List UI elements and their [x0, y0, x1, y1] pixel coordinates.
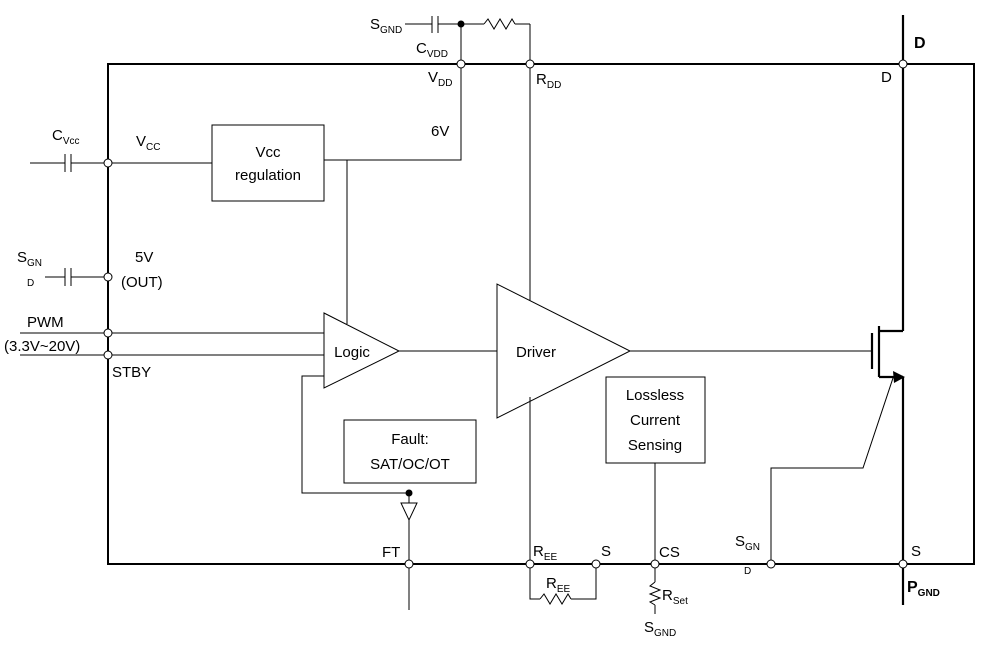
ft-pin — [404, 559, 414, 569]
out-label: (OUT) — [121, 274, 163, 291]
vdd-decoupling-network — [405, 16, 531, 64]
five-volt-label: 5V — [135, 249, 153, 266]
vcc-pin — [103, 158, 113, 168]
drain-pin — [898, 59, 908, 69]
cvcc-label: CVcc — [52, 127, 80, 147]
fault-block — [343, 419, 477, 484]
out-pin — [103, 272, 113, 282]
rdd-pin — [525, 59, 535, 69]
vcc-regulation-label-1: Vcc — [255, 144, 281, 161]
vdd-internal-wire — [324, 64, 462, 161]
sgnd-left-label-d: D — [27, 278, 34, 289]
pgnd-label: PGND — [907, 579, 940, 599]
current-sensing-block — [605, 376, 706, 464]
stby-pin — [103, 350, 113, 360]
s-pin-2-label: S — [911, 543, 921, 560]
vdd-pin — [456, 59, 466, 69]
pwm-range-label: (3.3V~20V) — [4, 338, 80, 355]
source-arrow — [893, 371, 905, 383]
ree-resistor-label: REE — [546, 575, 571, 595]
ree-pin — [525, 559, 535, 569]
cs-label: CS — [659, 544, 680, 561]
sense-label-3: Sensing — [628, 437, 682, 454]
ree-network — [529, 564, 597, 605]
vcc-label: VCC — [136, 133, 160, 153]
ic-package-outline — [107, 63, 975, 565]
cvdd-label: CVDD — [416, 40, 448, 60]
ft-label: FT — [382, 544, 400, 561]
pwm-pin — [103, 328, 113, 338]
stby-label: STBY — [112, 364, 151, 381]
ft-open-drain-buffer — [400, 502, 418, 522]
sense-label-1: Lossless — [626, 387, 684, 404]
power-mosfet — [770, 15, 905, 605]
s-pin-1 — [591, 559, 601, 569]
kelvin-source-wire — [770, 377, 894, 564]
sense-label-2: Current — [630, 412, 681, 429]
vcc-regulation-block — [211, 124, 325, 202]
drain-outer-label: D — [914, 35, 926, 52]
sgnd-pin-label: SGN — [735, 533, 760, 553]
rdd-label: RDD — [536, 71, 561, 91]
pwm-label: PWM — [27, 314, 64, 331]
fault-label-1: Fault: — [391, 431, 429, 448]
fault-feedback-wire — [301, 375, 409, 494]
drain-inner-label: D — [881, 69, 892, 86]
sgnd-pin-label-d: D — [744, 566, 751, 577]
driver-label: Driver — [516, 344, 556, 361]
sgnd-top-label: SGND — [370, 16, 402, 36]
sgnd-pin — [766, 559, 776, 569]
logic-block — [323, 312, 401, 389]
ree-pin-label: REE — [533, 543, 558, 563]
source-pin — [898, 559, 908, 569]
six-volt-label: 6V — [431, 123, 449, 140]
sgnd-left-label: SGN — [17, 249, 42, 269]
rset-resistor — [648, 581, 662, 606]
s-pin-1-label: S — [601, 543, 611, 560]
driver-block — [496, 283, 632, 419]
vdd-label: VDD — [428, 69, 452, 89]
rdd-resistor — [483, 18, 516, 30]
vcc-regulation-label-2: regulation — [235, 167, 301, 184]
sgnd-bottom-label: SGND — [644, 619, 676, 639]
rset-label: RSet — [662, 587, 688, 607]
fault-label-2: SAT/OC/OT — [370, 456, 450, 473]
cs-pin — [650, 559, 660, 569]
ree-resistor — [539, 593, 572, 605]
logic-label: Logic — [334, 344, 370, 361]
